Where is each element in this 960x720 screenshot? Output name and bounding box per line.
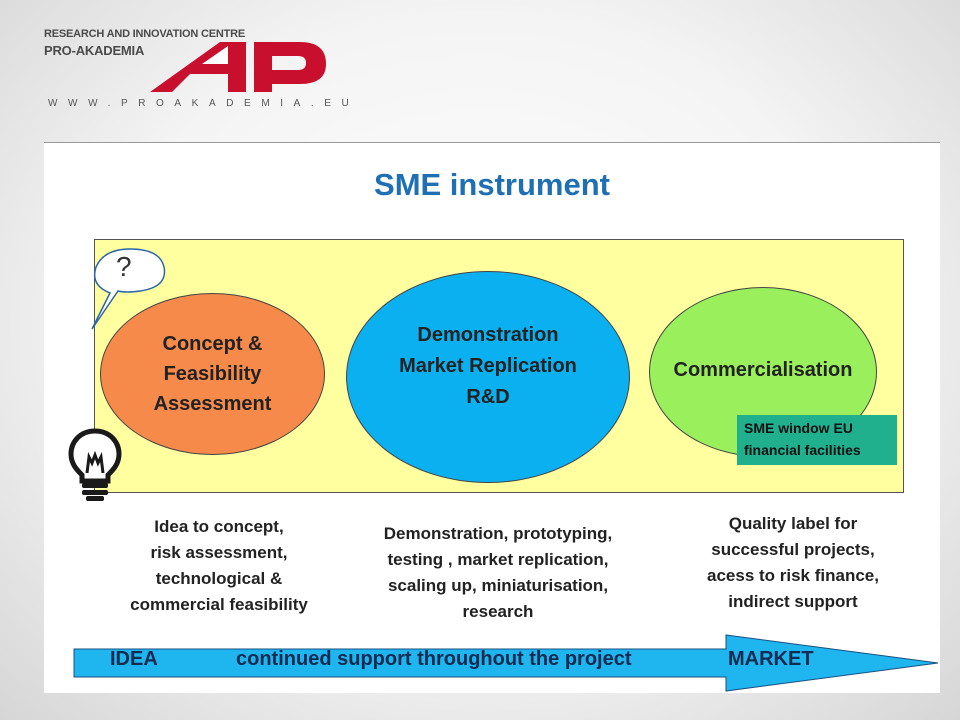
description-line: technological & [155,569,283,588]
org-name-line1: RESEARCH AND INNOVATION CENTRE [44,28,245,40]
description-line: Quality label for [728,514,858,533]
stage-demonstration: Demonstration Market Replication R&D [346,271,630,483]
lightbulb-icon [68,428,122,501]
description-line: scaling up, miniaturisation, [387,576,609,595]
description-line: commercial feasibility [130,595,308,614]
website-url: WWW.PROAKADEMIA.EU [48,98,360,109]
arrow-label-support: continued support throughout the project [236,648,632,670]
description-line: indirect support [728,592,858,611]
speech-bubble-icon [91,248,166,330]
stage-label-line: Feasibility [163,363,262,385]
sme-window-line: SME window EU [744,420,853,436]
description-demonstration: Demonstration, prototyping, testing , ma… [350,521,646,625]
stage-label-line: Market Replication [399,354,577,377]
description-line: successful projects, [711,540,875,559]
description-line: testing , market replication, [387,550,609,569]
stage-concept-feasibility: Concept & Feasibility Assessment [100,293,325,455]
description-line: Idea to concept, [154,517,284,536]
description-commercialisation: Quality label for successful projects, a… [668,511,918,615]
description-line: acess to risk finance, [707,566,879,585]
progress-arrow [73,634,939,692]
slide: SME instrument ? Concept & Feasibility A… [44,142,940,693]
arrow-label-market: MARKET [728,648,814,670]
question-mark: ? [116,251,132,282]
stage-label-line: Commercialisation [673,358,853,381]
description-line: risk assessment, [150,543,288,562]
description-line: Demonstration, prototyping, [383,524,613,543]
stage-label-line: Demonstration [417,323,559,346]
stage-label-line: Concept & [162,333,263,355]
description-concept: Idea to concept, risk assessment, techno… [94,514,344,618]
description-line: research [462,602,534,621]
slide-title: SME instrument [374,167,610,202]
sme-window-box: SME window EU financial facilities [737,415,897,465]
stage-label-line: R&D [466,385,510,408]
ap-logo-icon [150,42,326,92]
stage-label-line: Assessment [153,393,272,415]
org-name-line2: PRO-AKADEMIA [44,43,145,58]
sme-window-line: financial facilities [744,442,861,458]
header-logo: RESEARCH AND INNOVATION CENTRE PRO-AKADE… [44,28,349,118]
arrow-label-idea: IDEA [110,648,158,670]
